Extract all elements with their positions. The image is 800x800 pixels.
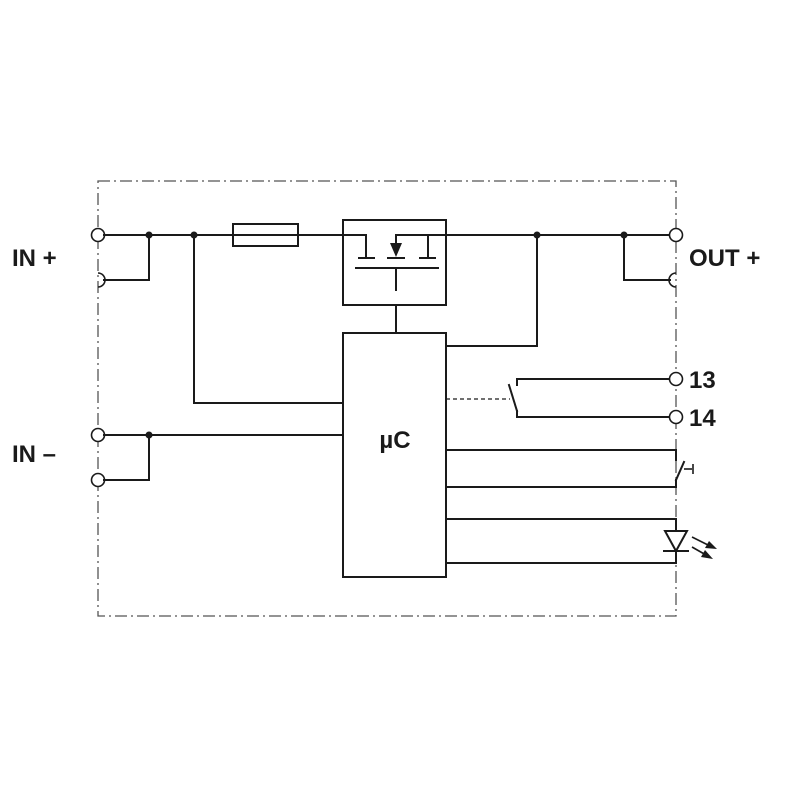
module-border — [97, 180, 677, 617]
led-diode-icon — [663, 530, 689, 554]
in-plus-terminal-group — [90, 227, 153, 288]
out-plus-terminal-1 — [668, 227, 684, 243]
in-minus-terminal-group — [90, 427, 344, 488]
contact-14-wire — [516, 410, 671, 418]
mosfet-box — [342, 219, 447, 306]
led-upper-wire — [445, 518, 677, 532]
relay-contact-blade — [507, 383, 519, 413]
mcu-supply-wire — [193, 234, 344, 404]
in-plus-bridge-wire — [103, 234, 150, 281]
contact-13-label: 13 — [689, 367, 716, 394]
in-plus-terminal-1 — [90, 227, 106, 243]
out-plus-terminal-group — [620, 227, 684, 288]
in-minus-terminal-1 — [90, 427, 106, 443]
mosfet-source-lead — [342, 234, 367, 259]
push-button-switch — [445, 449, 694, 488]
led-lower-wire — [445, 550, 677, 564]
button-upper-wire — [445, 449, 677, 461]
led-indicator — [445, 518, 717, 564]
button-lower-wire — [445, 479, 677, 488]
out-plus-terminal-2 — [668, 272, 677, 288]
out-plus-label: OUT + — [689, 245, 760, 272]
in-plus-label: IN + — [12, 245, 57, 272]
button-blade — [674, 460, 686, 482]
in-minus-bridge-wire — [103, 434, 150, 481]
microcontroller-label: µC — [379, 427, 410, 454]
contact-14-terminal — [668, 409, 684, 425]
out-plus-bridge-wire — [623, 234, 671, 281]
output-sense-wire — [445, 234, 538, 347]
mosfet-arrow-icon — [390, 243, 402, 257]
in-minus-label: IN – — [12, 441, 56, 468]
led-arrow-icon-1 — [705, 541, 717, 549]
contact-13-wire — [516, 378, 671, 386]
mosfet-switch — [342, 219, 447, 306]
contact-13-terminal — [668, 371, 684, 387]
contact-14-label: 14 — [689, 405, 716, 432]
led-arrow-icon-2 — [701, 550, 713, 559]
microcontroller-block — [342, 332, 447, 578]
relay-contact-13-14 — [446, 371, 684, 425]
in-minus-terminal-2 — [90, 472, 106, 488]
